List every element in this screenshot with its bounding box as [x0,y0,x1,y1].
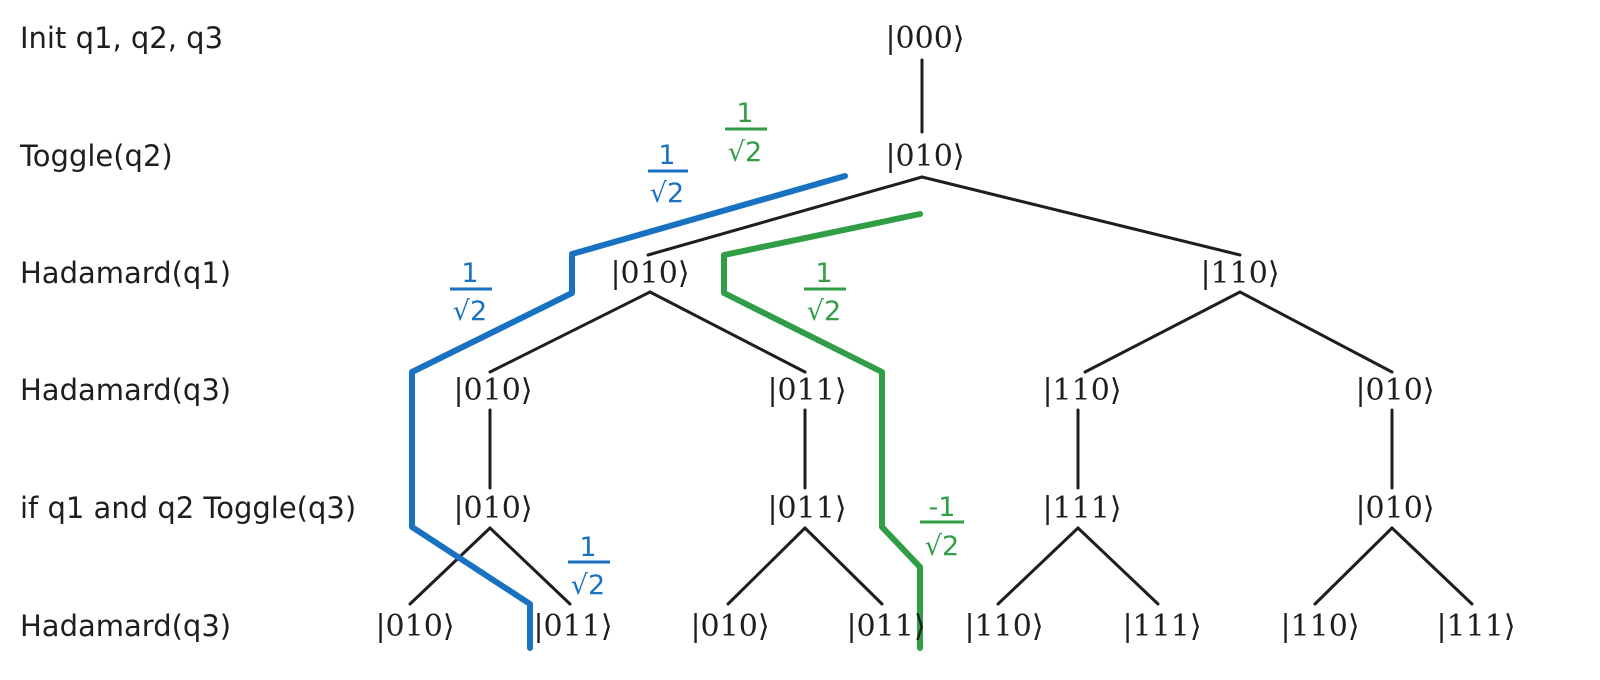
state-cond-c: |111⟩ [1042,491,1121,526]
state-leaf-7: |110⟩ [1280,609,1359,644]
green-amplitude-2-numerator: 1 [815,258,832,289]
edge-toggle-h1-right [920,175,1242,257]
state-cond-b: |011⟩ [767,491,846,526]
edge-condb-leaf4 [803,526,884,606]
step-label-conditional-toggle-q3: if q1 and q2 Toggle(q3) [20,491,356,525]
edge-conda-leaf2 [488,526,572,606]
edge-h1left-a [488,290,652,374]
green-amplitude-1-denominator: √2 [728,137,762,168]
edge-condc-leaf6 [1076,526,1160,606]
green-amplitude-1-numerator: 1 [736,98,753,129]
blue-highlight-path [409,173,848,651]
blue-amplitude-1-denominator: √2 [650,178,684,209]
green-amplitude-2-denominator: √2 [807,296,841,327]
state-leaf-3: |010⟩ [690,609,769,644]
state-h3-d: |010⟩ [1355,373,1434,408]
green-amplitude-2: 1 √2 [804,258,846,327]
green-amplitude-3: -1 √2 [920,492,964,562]
state-toggle: |010⟩ [885,139,964,174]
state-leaf-4: |011⟩ [846,609,925,644]
green-amplitude-3-numerator: -1 [929,492,956,523]
state-h1-left: |010⟩ [610,256,689,291]
state-root: |000⟩ [885,21,964,56]
edge-h1right-d [1238,290,1394,374]
edge-toggle-h1-left [646,175,924,257]
state-h3-b: |011⟩ [767,373,846,408]
blue-amplitude-2-numerator: 1 [461,258,478,289]
blue-amplitude-3-denominator: √2 [571,570,605,601]
state-h3-c: |110⟩ [1042,373,1121,408]
state-leaf-6: |111⟩ [1122,609,1201,644]
state-cond-a: |010⟩ [453,491,532,526]
state-nodes: |000⟩ |010⟩ |010⟩ |110⟩ |010⟩ |011⟩ |110… [375,21,1515,644]
blue-amplitude-1: 1 √2 [648,140,688,209]
green-highlight-path [721,211,923,651]
state-h3-a: |010⟩ [453,373,532,408]
edge-condd-leaf7 [1313,526,1394,606]
tree-edges [408,58,1474,606]
step-label-hadamard-q3: Hadamard(q3) [20,373,231,407]
edge-conda-leaf1 [408,526,492,606]
step-labels: Init q1, q2, q3 Toggle(q2) Hadamard(q1) … [19,21,356,643]
green-amplitude-1: 1 √2 [725,98,767,168]
state-leaf-5: |110⟩ [964,609,1043,644]
step-label-hadamard-q3-final: Hadamard(q3) [20,609,231,643]
blue-amplitude-3-numerator: 1 [579,532,596,563]
blue-amplitude-1-numerator: 1 [658,140,675,171]
edge-h1left-b [648,290,807,374]
step-label-toggle-q2: Toggle(q2) [19,139,173,173]
green-amplitude-3-denominator: √2 [925,531,959,562]
edge-condd-leaf8 [1390,526,1474,606]
state-leaf-1: |010⟩ [375,609,454,644]
edge-h1right-c [1083,290,1242,374]
blue-amplitude-3: 1 √2 [568,532,610,601]
state-cond-d: |010⟩ [1355,491,1434,526]
state-h1-right: |110⟩ [1200,256,1279,291]
step-label-init: Init q1, q2, q3 [20,21,223,55]
edge-condc-leaf5 [996,526,1080,606]
state-leaf-2: |011⟩ [533,609,612,644]
edge-condb-leaf3 [726,526,807,606]
blue-amplitude-2-denominator: √2 [453,296,487,327]
step-label-hadamard-q1: Hadamard(q1) [20,256,231,290]
state-leaf-8: |111⟩ [1436,609,1515,644]
blue-amplitude-2: 1 √2 [450,258,492,327]
